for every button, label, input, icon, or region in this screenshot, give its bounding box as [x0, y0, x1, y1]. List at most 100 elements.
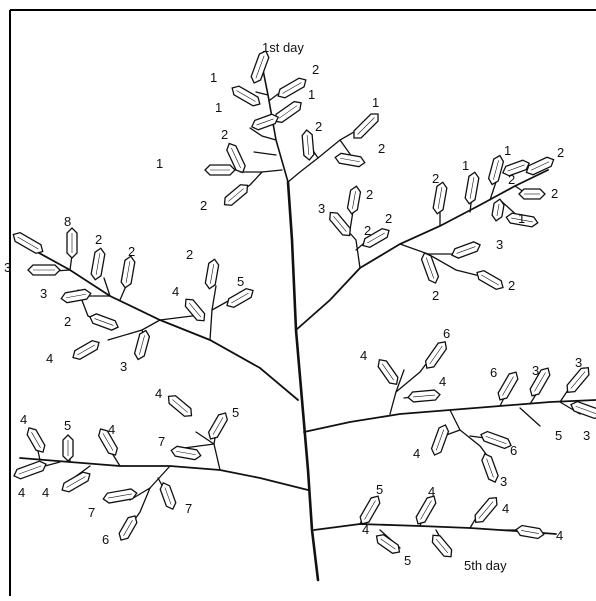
- spikelet-day-label: 2: [508, 172, 515, 187]
- spikelet: [408, 390, 441, 403]
- spikelet-day-label: 2: [315, 119, 322, 134]
- spikelet-day-label: 5: [555, 428, 562, 443]
- spikelet: [327, 209, 354, 238]
- spikelet: [334, 152, 365, 167]
- spikelet: [423, 339, 450, 371]
- spikelet: [374, 532, 403, 556]
- spikelet: [569, 400, 596, 420]
- spikelet: [117, 513, 140, 542]
- spikelet-day-label: 7: [88, 505, 95, 520]
- spikelet-day-label: 5: [232, 405, 239, 420]
- spikelet: [11, 230, 45, 256]
- spikelet-day-label: 4: [155, 386, 162, 401]
- spikelet: [120, 255, 135, 288]
- spikelet-day-label: 2: [378, 141, 385, 156]
- spikelet-day-label: 6: [102, 532, 109, 547]
- spikelet: [12, 459, 47, 480]
- spikelet-day-label: 7: [185, 501, 192, 516]
- spikelet-day-label: 2: [432, 171, 439, 186]
- spikelet-day-label: 3: [496, 237, 503, 252]
- spikelet-day-label: 5: [237, 274, 244, 289]
- spikelet-day-label: 2: [95, 232, 102, 247]
- spikelet-day-label: 3: [532, 363, 539, 378]
- spikelet: [302, 130, 315, 161]
- spikelet: [182, 296, 208, 324]
- right-upper-branch-stems: [296, 170, 548, 330]
- spikelet-day-label: 1: [518, 211, 525, 226]
- spikelet-day-label: 4: [42, 485, 49, 500]
- spikelet: [170, 445, 201, 460]
- spikelet-day-label: 4: [20, 412, 27, 427]
- spikelet-day-label: 2: [364, 223, 371, 238]
- spikelet: [60, 288, 91, 303]
- spikelet: [515, 525, 544, 540]
- spikelet-day-label: 6: [510, 443, 517, 458]
- spikelet: [350, 110, 381, 141]
- spikelet: [88, 312, 120, 332]
- spikelet-day-label: 2: [221, 127, 228, 142]
- spikelet-day-label: 3: [500, 474, 507, 489]
- spikelet: [206, 411, 230, 442]
- spikelet: [420, 251, 440, 284]
- spikelet: [276, 76, 309, 101]
- spikelet-day-label: 5: [376, 482, 383, 497]
- spikelet-day-label: 4: [439, 374, 446, 389]
- spikelet-day-label: 2: [508, 278, 515, 293]
- spikelet-day-label: 1: [504, 143, 511, 158]
- spikelet: [429, 532, 455, 560]
- spikelet-day-label: 4: [18, 485, 25, 500]
- spikelet-day-label: 2: [186, 247, 193, 262]
- right-middle-branch-stems: [304, 356, 596, 462]
- spikelet: [225, 286, 256, 310]
- spikelet-day-label: 3: [4, 260, 11, 275]
- spikelet-day-label: 2: [64, 314, 71, 329]
- spikelet-day-label: 3: [575, 355, 582, 370]
- spikelet-day-label: 4: [172, 284, 179, 299]
- spikelet-day-label: 2: [557, 145, 564, 160]
- spikelet-day-label: 1: [308, 87, 315, 102]
- spikelet-day-label: 2: [312, 62, 319, 77]
- spikelet: [204, 258, 219, 289]
- spikelet: [71, 338, 102, 362]
- spikelet-day-label: 4: [556, 528, 563, 543]
- spikelet: [375, 357, 400, 387]
- spikelet: [347, 185, 362, 214]
- spikelet-day-label: 3: [583, 428, 590, 443]
- spikelet: [230, 84, 263, 109]
- spikelet: [165, 393, 194, 420]
- spikelet: [63, 435, 73, 461]
- spikelet-day-label: 2: [551, 186, 558, 201]
- spikelet-day-label: 4: [413, 446, 420, 461]
- spikelet-day-label: 1: [372, 95, 379, 110]
- spikelet: [133, 329, 150, 361]
- first-day-label: 1st day: [262, 40, 304, 55]
- spikelet: [519, 189, 545, 199]
- spikelet: [496, 370, 521, 403]
- spikelet: [472, 495, 500, 526]
- spikelet-day-label: 1: [210, 70, 217, 85]
- spikelet-day-label: 3: [120, 359, 127, 374]
- spikelet-day-label: 3: [40, 286, 47, 301]
- spikelet: [487, 154, 504, 186]
- spikelet-day-label: 2: [128, 244, 135, 259]
- spikelet-day-label: 5: [64, 418, 71, 433]
- spikelet: [221, 182, 250, 209]
- spikelet: [60, 470, 93, 495]
- spikelet: [501, 159, 531, 178]
- spikelet: [450, 240, 482, 260]
- spikelet: [25, 425, 48, 454]
- spikelet-day-label: 4: [46, 351, 53, 366]
- spikelet-day-label: 6: [490, 365, 497, 380]
- spikelets: [11, 49, 596, 560]
- spikelet-day-label: 8: [64, 214, 71, 229]
- spikelet-day-label: 2: [200, 198, 207, 213]
- spikelet-day-label: 5: [404, 553, 411, 568]
- spikelet: [432, 181, 447, 214]
- spikelet-day-label: 4: [428, 484, 435, 499]
- spikelet: [28, 265, 60, 275]
- spikelet-day-label: 7: [158, 434, 165, 449]
- spikelet: [67, 228, 77, 258]
- spikelet-day-label: 4: [502, 501, 509, 516]
- spikelet: [159, 481, 178, 511]
